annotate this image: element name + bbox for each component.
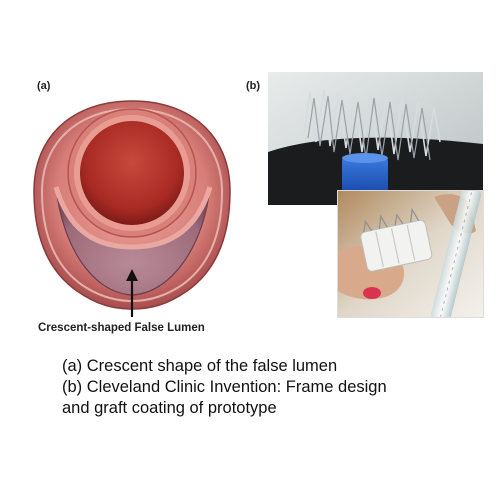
aortic-cross-section-diagram: [33, 100, 231, 317]
panel-b-label: (b): [246, 80, 261, 92]
graft-coating-photo: [337, 190, 484, 318]
caption-line-3: and graft coating of prototype: [62, 399, 277, 417]
figure-caption: (a) Crescent shape of the false lumen (b…: [62, 356, 472, 419]
intimal-flap: [53, 186, 213, 250]
true-lumen: [80, 121, 184, 225]
panel-a-label: (a): [37, 80, 51, 92]
false-lumen-label: Crescent-shaped False Lumen: [38, 322, 205, 334]
caption-line-1: (a) Crescent shape of the false lumen: [62, 357, 338, 375]
caption-line-2: (b) Cleveland Clinic Invention: Frame de…: [62, 378, 387, 396]
false-lumen-arrow-head: [126, 269, 138, 281]
frame-design-photo: [268, 72, 483, 205]
